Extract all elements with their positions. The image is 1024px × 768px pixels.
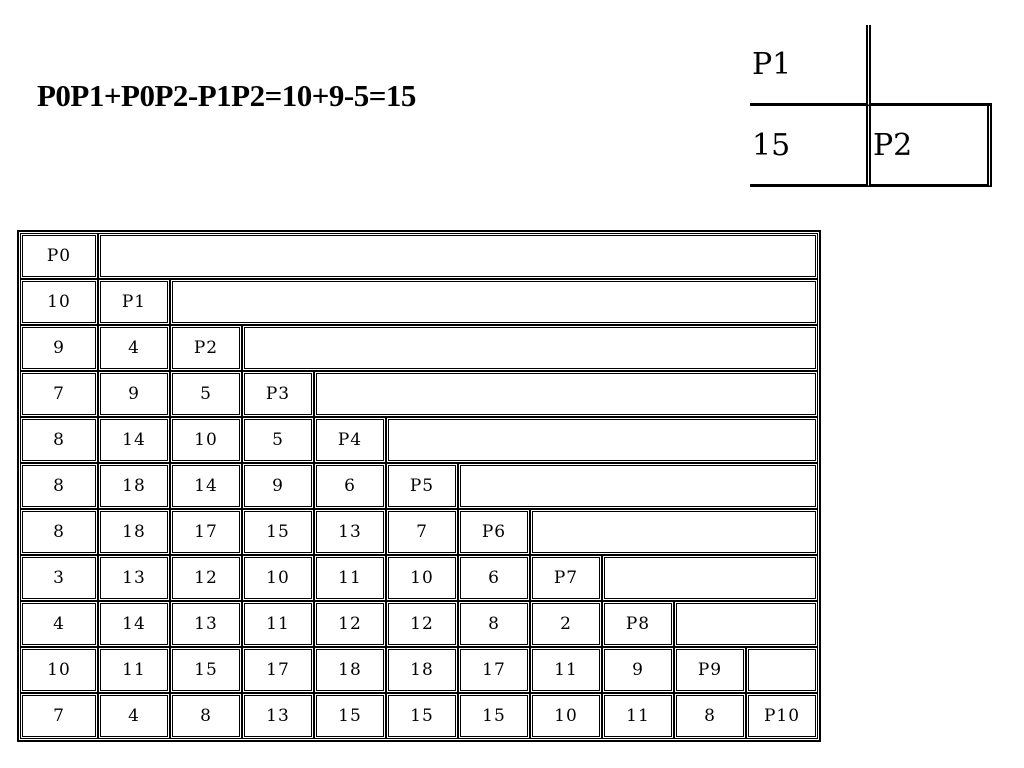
matrix-cell: 17 (458, 647, 530, 693)
matrix-point-label: P0 (20, 233, 98, 279)
matrix-cell: 9 (20, 325, 98, 371)
matrix-cell: 3 (20, 555, 98, 601)
matrix-cell: 10 (242, 555, 314, 601)
matrix-empty-cell (386, 417, 818, 463)
matrix-empty-cell (746, 647, 818, 693)
matrix-cell: 8 (170, 693, 242, 739)
matrix-cell: 11 (98, 647, 170, 693)
matrix-row: P0 (20, 233, 818, 279)
matrix-cell: 8 (458, 601, 530, 647)
inset-cell (871, 25, 992, 106)
matrix-cell: 10 (20, 647, 98, 693)
formula-text: P0P1+P0P2-P1P2=10+9-5=15 (37, 78, 416, 113)
matrix-cell: 13 (170, 601, 242, 647)
inset-cell: P2 (871, 106, 992, 187)
matrix-cell: 4 (98, 325, 170, 371)
matrix-cell: 15 (458, 693, 530, 739)
matrix-empty-cell (674, 601, 818, 647)
matrix-point-label: P4 (314, 417, 386, 463)
matrix-cell: 18 (98, 509, 170, 555)
matrix-cell: 18 (386, 647, 458, 693)
matrix-cell: 14 (98, 601, 170, 647)
matrix-cell: 14 (170, 463, 242, 509)
matrix-cell: 17 (242, 647, 314, 693)
matrix-cell: 7 (20, 371, 98, 417)
matrix-cell: 15 (242, 509, 314, 555)
matrix-empty-cell (314, 371, 818, 417)
matrix-cell: 12 (170, 555, 242, 601)
matrix-cell: 12 (386, 601, 458, 647)
matrix-empty-cell (98, 233, 818, 279)
matrix-empty-cell (458, 463, 818, 509)
matrix-point-label: P2 (170, 325, 242, 371)
matrix-cell: 11 (314, 555, 386, 601)
matrix-cell: 15 (386, 693, 458, 739)
matrix-point-label: P3 (242, 371, 314, 417)
matrix-cell: 5 (170, 371, 242, 417)
matrix-cell: 6 (314, 463, 386, 509)
matrix-cell: 5 (242, 417, 314, 463)
matrix-empty-cell (242, 325, 818, 371)
matrix-cell: 9 (242, 463, 314, 509)
matrix-empty-cell (170, 279, 818, 325)
matrix-cell: 13 (314, 509, 386, 555)
matrix-cell: 7 (386, 509, 458, 555)
matrix-point-label: P8 (602, 601, 674, 647)
matrix-cell: 10 (170, 417, 242, 463)
matrix-cell: 10 (386, 555, 458, 601)
matrix-cell: 10 (20, 279, 98, 325)
matrix-cell: 10 (530, 693, 602, 739)
matrix-cell: 8 (20, 417, 98, 463)
matrix-cell: 9 (602, 647, 674, 693)
matrix-cell: 13 (98, 555, 170, 601)
inset-cell: P1 (750, 25, 871, 106)
matrix-cell: 8 (20, 463, 98, 509)
matrix-cell: 18 (314, 647, 386, 693)
matrix-cell: 11 (602, 693, 674, 739)
matrix-point-label: P9 (674, 647, 746, 693)
matrix-cell: 13 (242, 693, 314, 739)
matrix-cell: 15 (314, 693, 386, 739)
matrix-cell: 6 (458, 555, 530, 601)
matrix-cell: 18 (98, 463, 170, 509)
matrix-point-label: P1 (98, 279, 170, 325)
matrix-cell: 17 (170, 509, 242, 555)
matrix-point-label: P6 (458, 509, 530, 555)
matrix-cell: 9 (98, 371, 170, 417)
matrix-point-label: P10 (746, 693, 818, 739)
matrix-point-label: P5 (386, 463, 458, 509)
inset-table: P1 15 P2 (750, 25, 994, 197)
matrix-cell: 8 (674, 693, 746, 739)
matrix-empty-cell (530, 509, 818, 555)
matrix-cell: 14 (98, 417, 170, 463)
matrix-cell: 8 (20, 509, 98, 555)
matrix-cell: 11 (530, 647, 602, 693)
matrix-cell: 15 (170, 647, 242, 693)
matrix-cell: 12 (314, 601, 386, 647)
matrix-cell: 4 (98, 693, 170, 739)
matrix-cell: 7 (20, 693, 98, 739)
inset-row: 15 P2 (750, 106, 992, 187)
matrix-cell: 2 (530, 601, 602, 647)
matrix-point-label: P7 (530, 555, 602, 601)
matrix-empty-cell (602, 555, 818, 601)
matrix-cell: 4 (20, 601, 98, 647)
inset-cell: 15 (750, 106, 871, 187)
inset-row: P1 (750, 25, 992, 106)
matrix-cell: 11 (242, 601, 314, 647)
